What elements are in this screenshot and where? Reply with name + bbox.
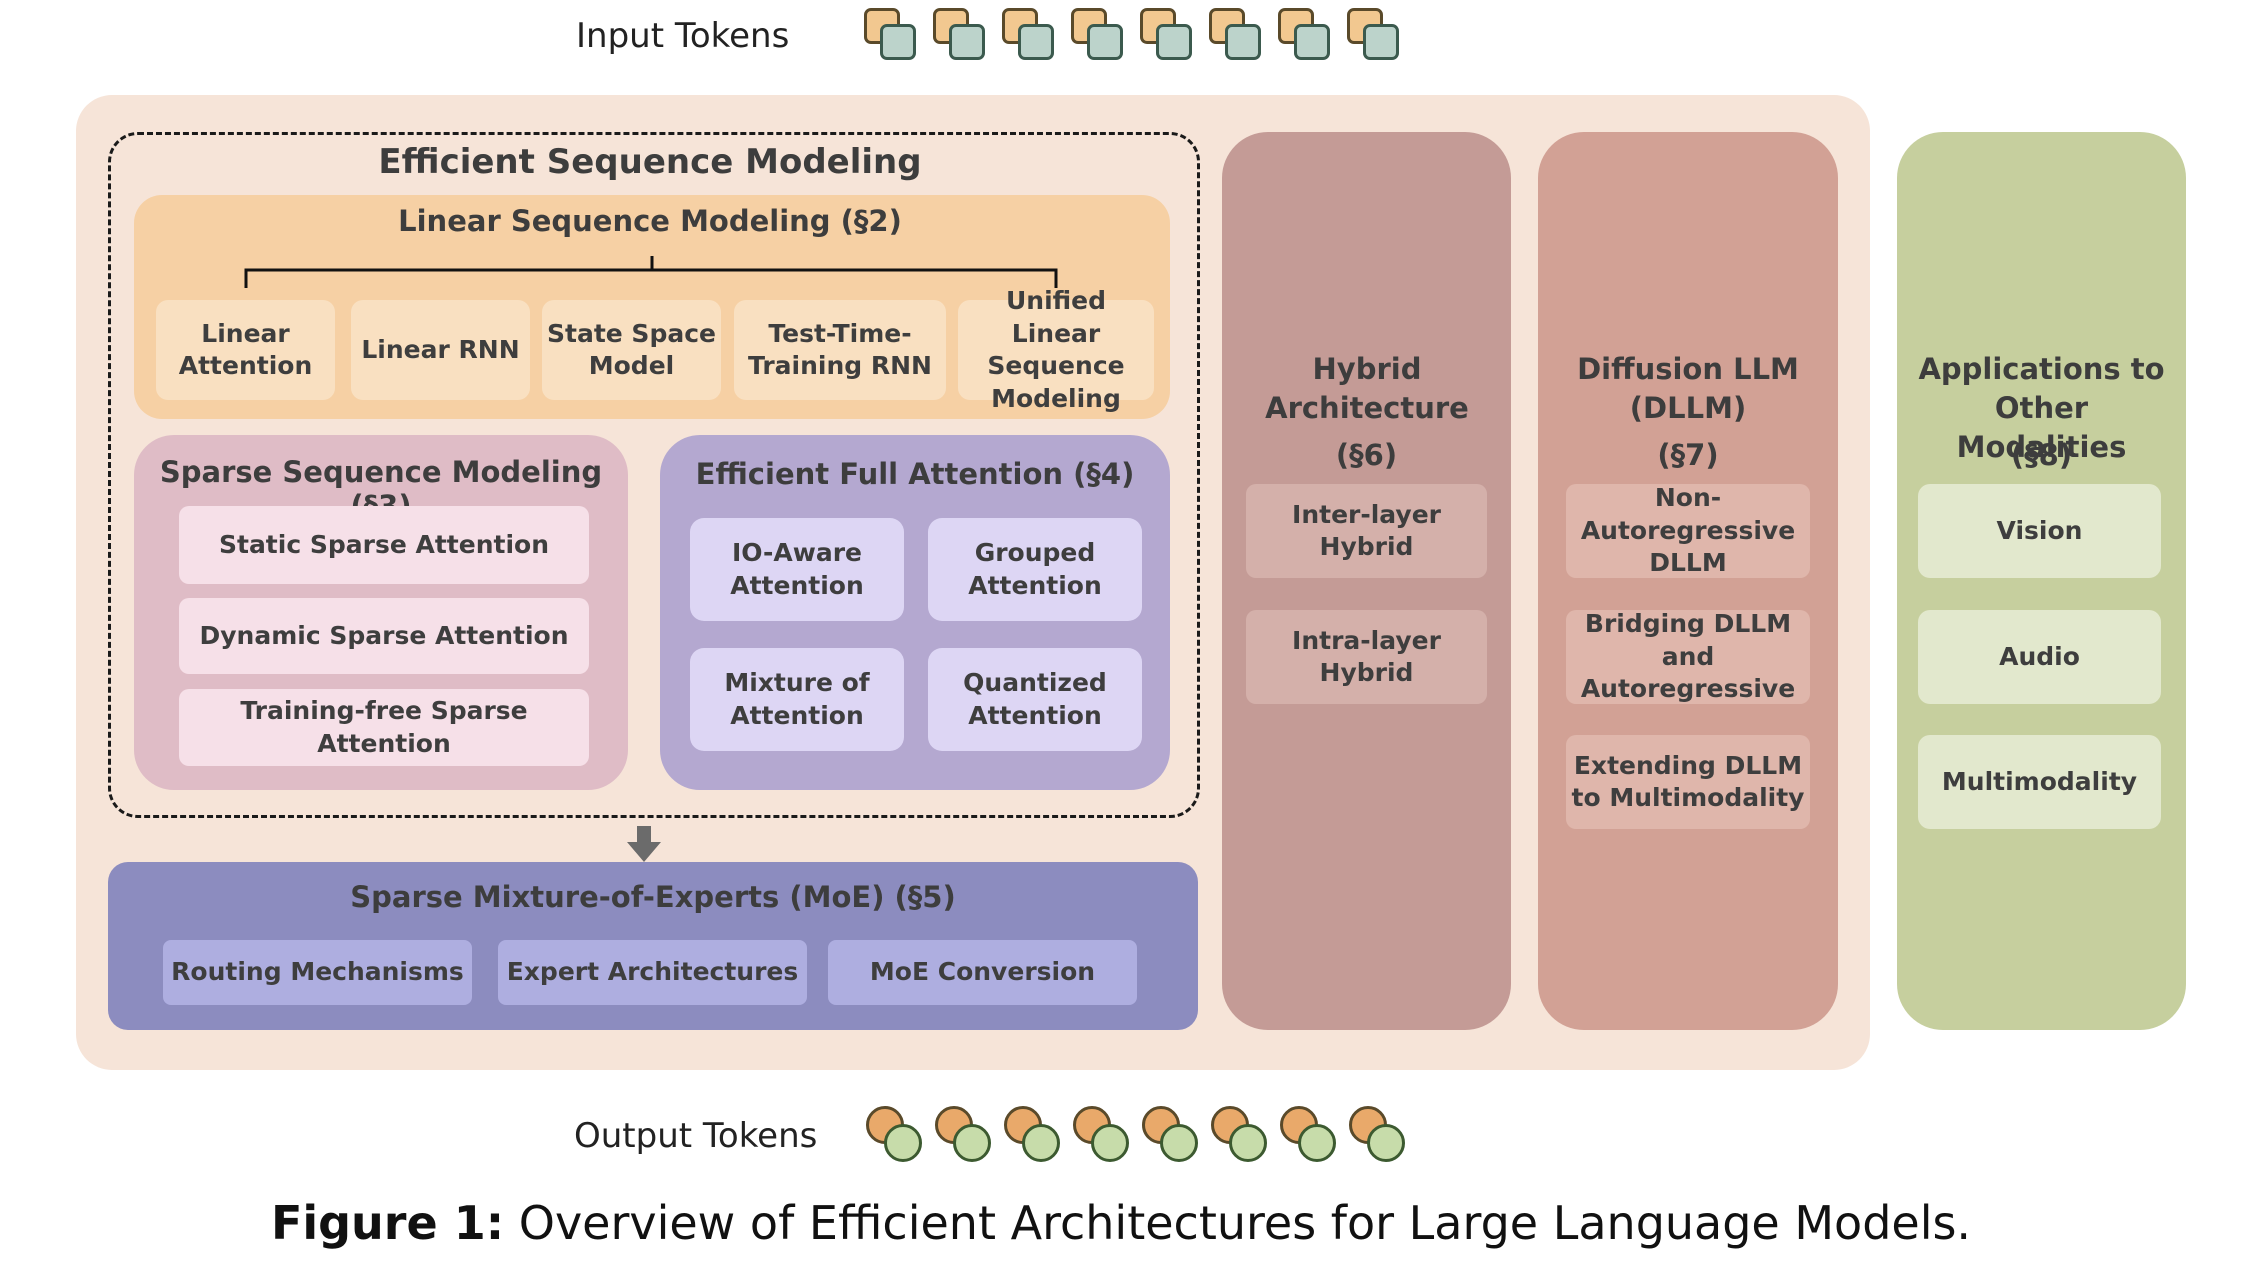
efficient-sequence-modeling-title: Efficient Sequence Modeling bbox=[378, 142, 922, 182]
input-tokens-row bbox=[864, 8, 1404, 64]
applications-item-vision: Vision bbox=[1918, 484, 2161, 578]
applications-item-audio: Audio bbox=[1918, 610, 2161, 704]
applications-panel bbox=[1897, 132, 2186, 1030]
dllm-item-bridging: Bridging DLLM and Autoregressive bbox=[1566, 609, 1810, 704]
token-square-icon bbox=[1002, 8, 1062, 64]
linear-item-state-space-model: State Space Model bbox=[542, 300, 721, 400]
sparse-item-dynamic: Dynamic Sparse Attention bbox=[179, 598, 589, 674]
hybrid-item-inter-layer: Inter-layer Hybrid bbox=[1246, 484, 1487, 578]
moe-item-moe-conversion: MoE Conversion bbox=[828, 940, 1137, 1005]
token-circle-icon bbox=[1004, 1106, 1066, 1166]
token-square-icon bbox=[1071, 8, 1131, 64]
applications-section: (§8) bbox=[2010, 438, 2073, 472]
token-circle-icon bbox=[1142, 1106, 1204, 1166]
token-square-icon bbox=[1209, 8, 1269, 64]
full-attention-item-io-aware: IO-Aware Attention bbox=[690, 518, 904, 621]
linear-item-linear-attention: Linear Attention bbox=[156, 300, 335, 400]
linear-sequence-modeling-title: Linear Sequence Modeling (§2) bbox=[398, 204, 902, 238]
applications-item-multimodality: Multimodality bbox=[1918, 735, 2161, 829]
full-attention-item-mixture: Mixture of Attention bbox=[690, 648, 904, 751]
moe-item-expert-architectures: Expert Architectures bbox=[498, 940, 807, 1005]
diffusion-llm-panel bbox=[1538, 132, 1838, 1030]
diffusion-llm-section: (§7) bbox=[1657, 438, 1719, 472]
output-tokens-label: Output Tokens bbox=[574, 1116, 818, 1156]
token-square-icon bbox=[933, 8, 993, 64]
token-circle-icon bbox=[1349, 1106, 1411, 1166]
sparse-item-static: Static Sparse Attention bbox=[179, 506, 589, 584]
dllm-item-extending-multimodality: Extending DLLM to Multimodality bbox=[1566, 735, 1810, 829]
output-tokens-row bbox=[866, 1106, 1406, 1166]
token-circle-icon bbox=[1211, 1106, 1273, 1166]
hybrid-architecture-panel bbox=[1222, 132, 1511, 1030]
token-circle-icon bbox=[1280, 1106, 1342, 1166]
diffusion-llm-title: Diffusion LLM (DLLM) bbox=[1577, 352, 1799, 426]
full-attention-item-quantized: Quantized Attention bbox=[928, 648, 1142, 751]
token-square-icon bbox=[864, 8, 924, 64]
linear-item-linear-rnn: Linear RNN bbox=[351, 300, 530, 400]
hybrid-architecture-title: Hybrid Architecture bbox=[1265, 352, 1469, 426]
arrow-down-icon bbox=[627, 826, 661, 862]
moe-item-routing-mechanisms: Routing Mechanisms bbox=[163, 940, 472, 1005]
applications-title: Applications to Other Modalities bbox=[1918, 352, 2165, 465]
token-square-icon bbox=[1347, 8, 1407, 64]
token-circle-icon bbox=[935, 1106, 997, 1166]
efficient-sequence-modeling-group bbox=[108, 132, 1200, 818]
hybrid-item-intra-layer: Intra-layer Hybrid bbox=[1246, 610, 1487, 704]
linear-bracket bbox=[244, 256, 1058, 288]
token-square-icon bbox=[1140, 8, 1200, 64]
figure-caption-label: Figure 1: bbox=[270, 1196, 505, 1250]
figure-caption-text: Overview of Efficient Architectures for … bbox=[518, 1196, 1972, 1250]
token-circle-icon bbox=[1073, 1106, 1135, 1166]
figure-caption: Figure 1: Overview of Efficient Architec… bbox=[0, 1196, 2242, 1250]
efficient-full-attention-title: Efficient Full Attention (§4) bbox=[695, 457, 1135, 491]
sparse-item-training-free: Training-free Sparse Attention bbox=[179, 689, 589, 766]
linear-item-test-time-training-rnn: Test-Time-Training RNN bbox=[734, 300, 946, 400]
full-attention-item-grouped: Grouped Attention bbox=[928, 518, 1142, 621]
token-circle-icon bbox=[866, 1106, 928, 1166]
moe-title: Sparse Mixture-of-Experts (MoE) (§5) bbox=[350, 880, 956, 914]
linear-item-unified-linear-sequence-modeling: Unified Linear Sequence Modeling bbox=[958, 286, 1154, 413]
token-square-icon bbox=[1278, 8, 1338, 64]
dllm-item-non-autoregressive: Non-Autoregressive DLLM bbox=[1566, 483, 1810, 578]
hybrid-architecture-section: (§6) bbox=[1335, 438, 1398, 472]
input-tokens-label: Input Tokens bbox=[576, 16, 790, 56]
